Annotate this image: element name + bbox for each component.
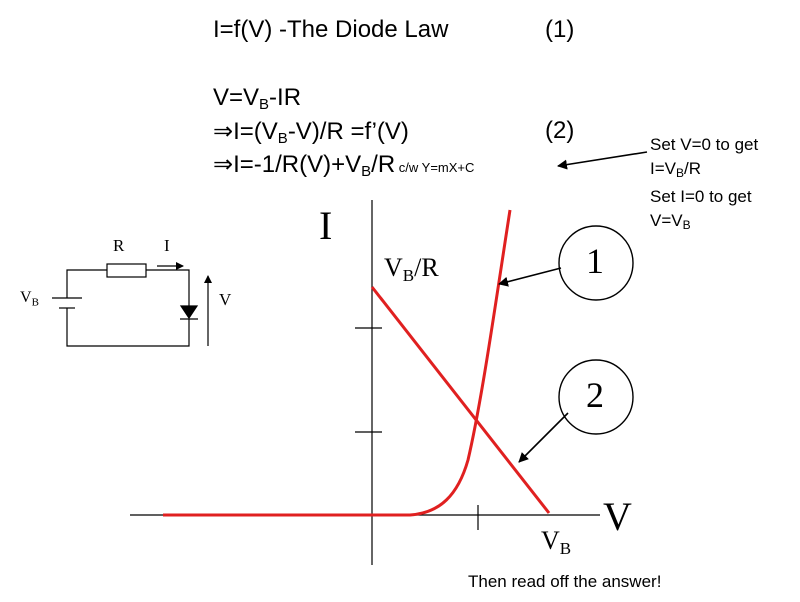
note-line-1: Set V=0 to get: [650, 135, 759, 154]
diode-law-text: I=f(V) -The Diode Law: [213, 16, 449, 43]
implies-arrow: ⇒: [213, 151, 234, 178]
eq3-pre: I=(V: [233, 118, 278, 145]
y-axis-label: I: [319, 203, 333, 248]
diode-voltage-label: V: [219, 290, 232, 309]
circuit-wire-bottom: [66, 308, 190, 347]
circuit-diagram: [52, 262, 212, 347]
diode-law-equation: I=f(V) -The Diode Law: [213, 16, 448, 44]
eq4-pre: I=-1/R(V)+V: [233, 151, 362, 178]
callout-circle-2: [558, 359, 634, 435]
circuit-wire-top-left: [66, 269, 107, 298]
footer-text: Then read off the answer!: [468, 572, 662, 591]
circuit-wire-top-right: [146, 269, 190, 306]
battery-label: VB: [20, 289, 39, 309]
x-intercept-label: VB: [541, 526, 572, 559]
note-line-4: V=VB: [650, 211, 691, 232]
eq3-sub: B: [277, 129, 288, 147]
resistor-symbol: [106, 263, 147, 278]
diode-symbol: [179, 305, 199, 320]
note-line-2: I=VB/R: [650, 159, 702, 180]
graph-axes: [130, 200, 600, 565]
eq2-sub: B: [259, 95, 270, 113]
x-axis-label: V: [603, 494, 632, 539]
eq3-post: -V)/R =f’(V): [287, 118, 409, 145]
callout-arrow-1: [498, 267, 562, 287]
current-label: I: [164, 236, 170, 255]
eq2-post: -IR: [269, 84, 302, 111]
resistor-label: R: [113, 236, 125, 255]
callout-circle-1: [558, 225, 634, 301]
eq2-pre: V=V: [213, 84, 260, 111]
equation-number-1: (1): [545, 16, 575, 43]
load-line-equation: ⇒I=-1/R(V)+VB/R c/w Y=mX+C: [213, 150, 474, 180]
eq4-post: /R: [371, 151, 396, 178]
callout-1-label: 1: [586, 241, 604, 281]
implies-arrow: ⇒: [213, 118, 234, 145]
callout-arrow-2: [518, 412, 569, 463]
current-equation: ⇒I=(VB-V)/R =f’(V): [213, 117, 409, 147]
callout-2-label: 2: [586, 375, 604, 415]
eq4-comparison: c/w Y=mX+C: [395, 160, 475, 175]
note-pointer-arrow: [557, 151, 648, 170]
load-line: [370, 286, 551, 514]
equation-number-2: (2): [545, 117, 575, 144]
intercept-note: Set V=0 to get I=VB/R Set I=0 to get V=V…: [650, 133, 758, 237]
loop-equation: V=VB-IR: [213, 84, 301, 113]
diode-characteristic-curve: [163, 209, 512, 517]
eq4-sub: B: [361, 162, 372, 180]
y-intercept-label: VB/R: [384, 253, 439, 286]
note-line-3: Set I=0 to get: [650, 187, 752, 206]
